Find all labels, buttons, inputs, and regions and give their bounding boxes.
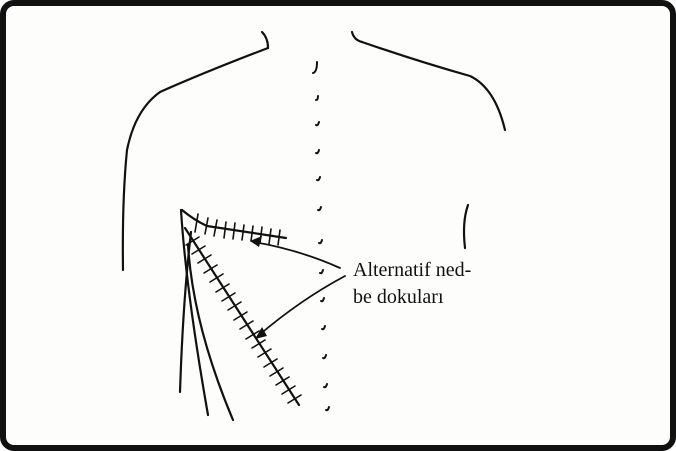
annotation-line-1: Alternatif ned- [353, 257, 471, 284]
neck-right-line [352, 32, 362, 42]
right-shoulder-outline [362, 42, 505, 130]
right-torso-line [464, 205, 468, 248]
label-arrows [254, 242, 345, 336]
annotation-line-2: be dokuları [353, 284, 471, 311]
spine-markers [313, 62, 329, 410]
horizontal-scar-stitches [195, 214, 280, 245]
left-shoulder-outline [123, 48, 268, 270]
neck-left-line [262, 32, 268, 48]
arrow-to-horizontal-scar [254, 242, 340, 268]
scar-annotation-label: Alternatif ned- be dokuları [353, 257, 471, 311]
arrow-to-oblique-scar [258, 276, 345, 336]
